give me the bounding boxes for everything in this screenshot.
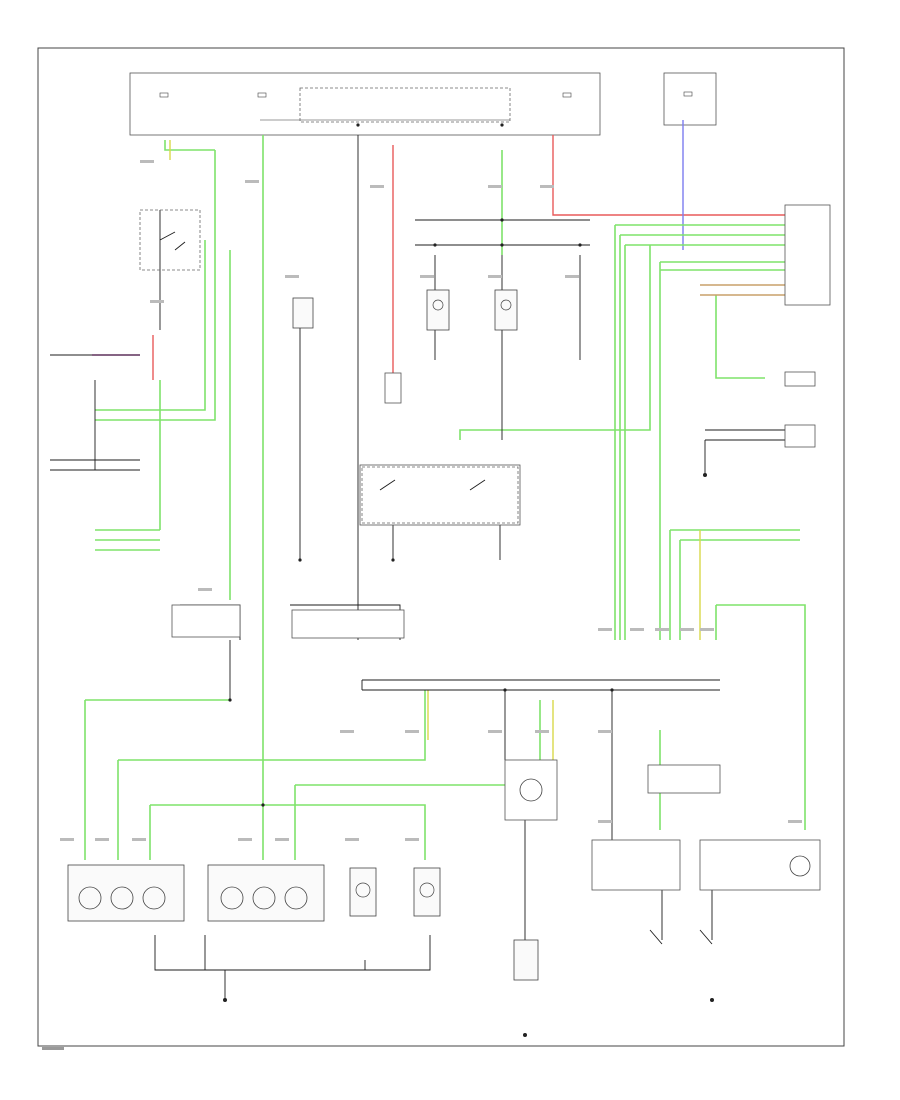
license-lamp-left [426,289,450,331]
trailer-lamp-connector [591,839,681,891]
connector-block [359,464,521,526]
dash-panel-connector [291,609,405,639]
rear-lamp-left [67,864,185,922]
diagram-frame [37,47,845,1047]
right-side-connector [784,204,831,448]
wire-brown [700,284,785,296]
splice-points [223,123,714,1037]
rear-lamp-right [207,864,325,922]
wire-labels [42,160,802,1050]
dimmer-relay [384,372,402,404]
indicator-lamp [292,297,314,329]
relay-right [647,764,721,794]
fuse-relay-box [129,72,601,136]
wire-green [84,135,806,860]
side-marker-lamp-left [349,867,377,917]
headlight-switch [139,209,201,271]
bottom-switch-right [649,929,713,945]
bottom-switch-left [513,939,539,981]
ground-switch [504,759,558,821]
side-marker-lamp-right [413,867,441,917]
wire-yellow [169,140,701,760]
fuse-box-right [663,72,717,126]
license-lamp-right [494,289,518,331]
mid-connector-left [171,604,241,638]
wire-red [152,135,785,380]
license-plate-lamp [699,839,821,891]
fuse-icon [159,92,572,98]
